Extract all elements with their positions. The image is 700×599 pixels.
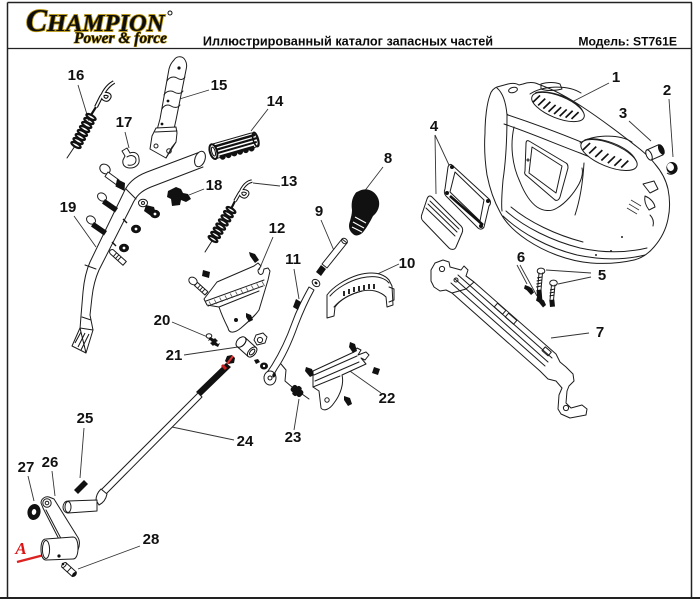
svg-text:6: 6 — [517, 249, 525, 266]
svg-text:15: 15 — [211, 77, 228, 94]
svg-text:4: 4 — [430, 118, 439, 135]
svg-text:14: 14 — [267, 93, 284, 110]
svg-text:26: 26 — [42, 454, 59, 471]
svg-text:10: 10 — [399, 255, 416, 272]
svg-text:1: 1 — [612, 69, 620, 86]
svg-text:12: 12 — [269, 220, 286, 237]
svg-text:7: 7 — [596, 324, 604, 341]
svg-text:18: 18 — [206, 177, 223, 194]
svg-text:8: 8 — [384, 150, 392, 167]
svg-text:Иллюстрированный каталог запас: Иллюстрированный каталог запасных частей — [203, 35, 493, 49]
svg-text:21: 21 — [166, 347, 183, 364]
svg-text:Power & force: Power & force — [74, 30, 167, 47]
svg-text:11: 11 — [285, 251, 301, 268]
svg-text:Модель: ST761E: Модель: ST761E — [578, 35, 677, 49]
svg-text:22: 22 — [379, 390, 396, 407]
svg-text:19: 19 — [60, 199, 77, 216]
svg-text:24: 24 — [237, 433, 254, 450]
svg-text:2: 2 — [663, 82, 671, 99]
svg-text:9: 9 — [315, 203, 323, 220]
svg-text:A: A — [14, 539, 26, 558]
svg-text:17: 17 — [116, 114, 133, 131]
svg-text:20: 20 — [154, 312, 171, 329]
svg-text:23: 23 — [285, 429, 302, 446]
svg-text:28: 28 — [143, 531, 160, 548]
svg-text:5: 5 — [598, 267, 606, 284]
svg-text:16: 16 — [68, 67, 85, 84]
svg-text:13: 13 — [281, 173, 298, 190]
svg-text:27: 27 — [18, 459, 35, 476]
svg-text:3: 3 — [619, 105, 627, 122]
svg-text:25: 25 — [77, 410, 94, 427]
